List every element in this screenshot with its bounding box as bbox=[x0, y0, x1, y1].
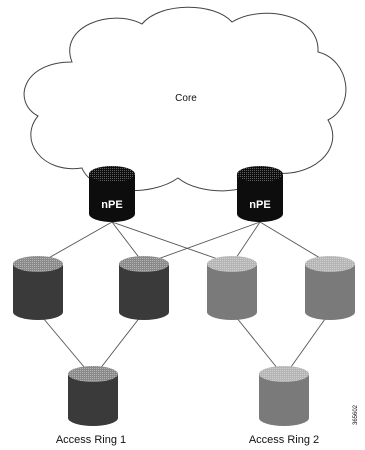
link-node4-ring2 bbox=[285, 311, 331, 375]
access-node-1-bottom bbox=[13, 304, 63, 320]
npe-router-1-label: nPE bbox=[101, 199, 122, 211]
ring-2-label: Access Ring 2 bbox=[249, 434, 319, 446]
ring-1-node-bottom bbox=[68, 410, 118, 426]
access-node-1 bbox=[13, 256, 63, 320]
link-node3-ring2 bbox=[231, 311, 283, 375]
figure-id: 365602 bbox=[353, 404, 359, 425]
access-node-4 bbox=[305, 256, 355, 320]
link-npe2-node2 bbox=[143, 221, 261, 265]
npe-router-1-top-texture bbox=[89, 166, 135, 182]
core-label: Core bbox=[175, 93, 197, 104]
access-node-3-bottom bbox=[207, 304, 257, 320]
npe-router-1: nPE bbox=[89, 166, 135, 222]
access-node-4-bottom bbox=[305, 304, 355, 320]
access-node-3-top-texture bbox=[207, 256, 257, 272]
access-node-2-bottom bbox=[119, 304, 169, 320]
access-node-4-top-texture bbox=[305, 256, 355, 272]
npe-router-2-top-texture bbox=[237, 166, 283, 182]
ring-1-node bbox=[68, 366, 118, 426]
ring-2-node bbox=[259, 366, 309, 426]
ring-2-node-top-texture bbox=[259, 366, 309, 382]
access-node-2 bbox=[119, 256, 169, 320]
link-node2-ring1 bbox=[95, 311, 145, 375]
ring-1-label: Access Ring 1 bbox=[56, 434, 126, 446]
access-node-1-top-texture bbox=[13, 256, 63, 272]
ring-2-node-bottom bbox=[259, 410, 309, 426]
core-cloud: Core bbox=[23, 6, 347, 192]
npe-router-2-label: nPE bbox=[249, 199, 270, 211]
link-node1-ring1 bbox=[37, 311, 91, 375]
npe-router-2: nPE bbox=[237, 166, 283, 222]
links bbox=[37, 221, 331, 375]
ring-1-node-top-texture bbox=[68, 366, 118, 382]
access-node-2-top-texture bbox=[119, 256, 169, 272]
link-npe1-node1 bbox=[37, 221, 113, 265]
access-node-3 bbox=[207, 256, 257, 320]
npe-router-1-bottom bbox=[89, 206, 135, 222]
npe-router-2-bottom bbox=[237, 206, 283, 222]
link-npe1-node3 bbox=[111, 221, 233, 265]
